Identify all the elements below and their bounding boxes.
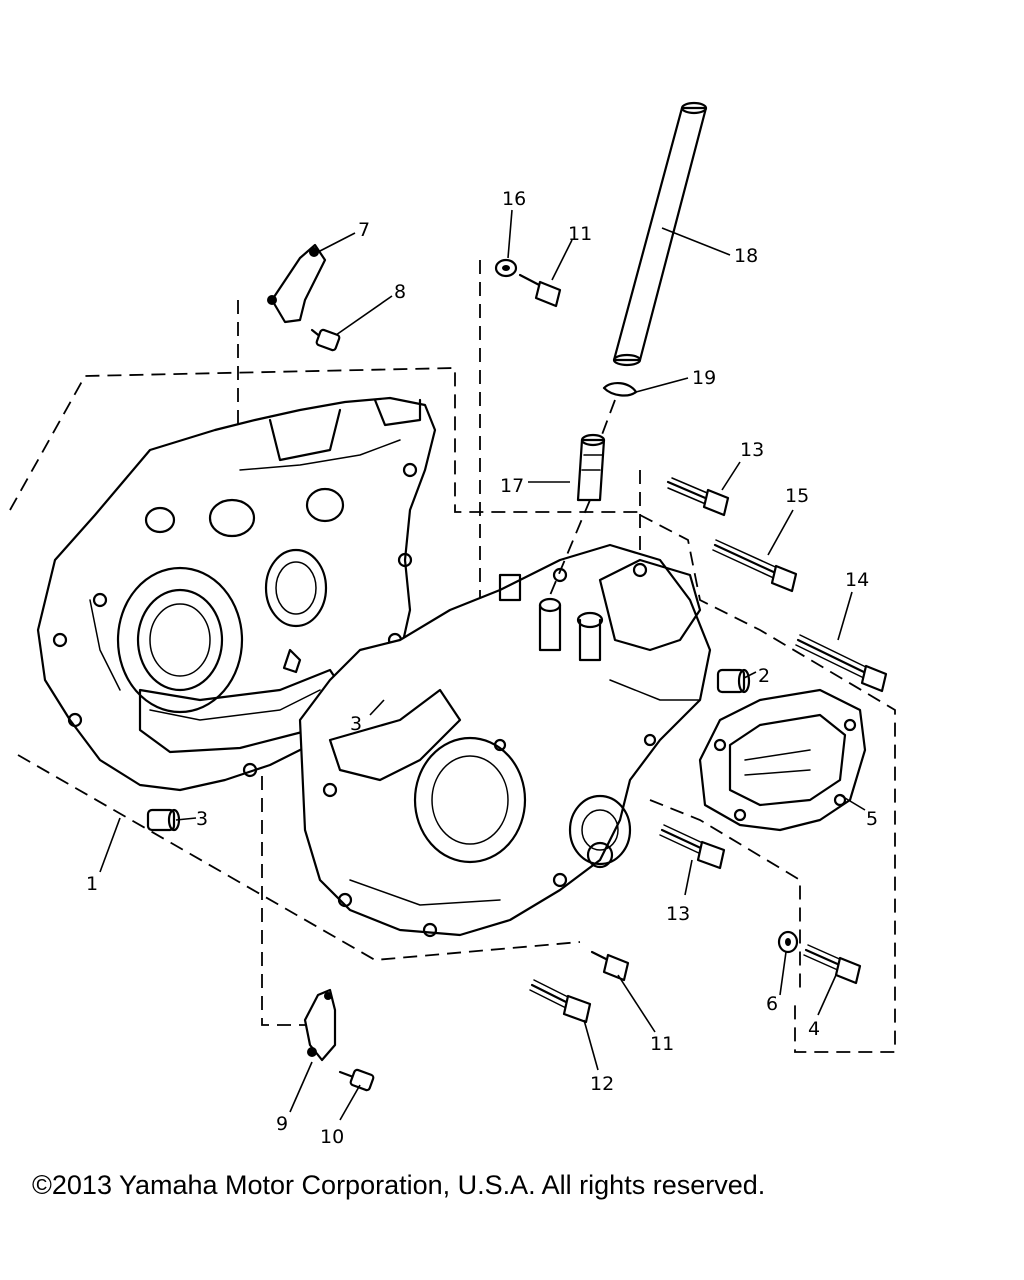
washer-6 [777, 930, 799, 954]
crankcase-exploded-diagram: 7 8 16 11 18 19 17 13 15 14 2 5 3 3 1 13… [9, 101, 896, 1148]
callout-13-lower: 13 [666, 903, 690, 925]
right-crankcase-half [298, 543, 712, 938]
callout-3-right: 3 [350, 713, 362, 735]
callout-11-upper: 11 [568, 223, 592, 245]
callout-3-left: 3 [196, 808, 208, 830]
callout-9: 9 [276, 1113, 288, 1135]
bolt-15 [712, 539, 798, 593]
callout-4: 4 [808, 1018, 820, 1040]
hose-clip [602, 382, 638, 397]
callout-12: 12 [590, 1073, 614, 1095]
screw-8 [310, 328, 341, 352]
dowel-pin-right [716, 668, 751, 694]
callout-16: 16 [502, 188, 526, 210]
callout-labels: 7 8 16 11 18 19 17 13 15 14 2 5 3 3 1 13… [86, 188, 878, 1148]
hose-fitting [547, 433, 606, 601]
callout-7: 7 [358, 219, 370, 241]
hose-guide-line [599, 399, 616, 441]
bolt-12 [529, 979, 592, 1024]
bolt-13-upper [666, 477, 730, 517]
bolt-13-lower [659, 824, 726, 870]
screw-10 [338, 1068, 375, 1092]
retainer-plate-upper [267, 243, 327, 324]
bolt-14 [795, 634, 888, 693]
breather-hose [612, 101, 708, 367]
retainer-plate-lower [303, 988, 337, 1062]
callout-15: 15 [785, 485, 809, 507]
bolt-4 [803, 944, 862, 985]
callout-1: 1 [86, 873, 98, 895]
leader-lines [99, 209, 866, 1121]
callout-17: 17 [500, 475, 524, 497]
washer-16 [494, 258, 518, 278]
copyright-notice: ©2013 Yamaha Motor Corporation, U.S.A. A… [32, 1170, 766, 1200]
callout-10: 10 [320, 1126, 344, 1148]
callout-2: 2 [758, 665, 770, 687]
callout-5: 5 [866, 808, 878, 830]
bolt-11-lower [590, 950, 630, 982]
callout-14: 14 [845, 569, 869, 591]
callout-8: 8 [394, 281, 406, 303]
crankcase-cover [698, 688, 867, 832]
callout-11-lower: 11 [650, 1033, 674, 1055]
callout-18: 18 [734, 245, 758, 267]
callout-19: 19 [692, 367, 716, 389]
callout-6: 6 [766, 993, 778, 1015]
callout-13-upper: 13 [740, 439, 764, 461]
bolt-11-upper [518, 273, 562, 308]
